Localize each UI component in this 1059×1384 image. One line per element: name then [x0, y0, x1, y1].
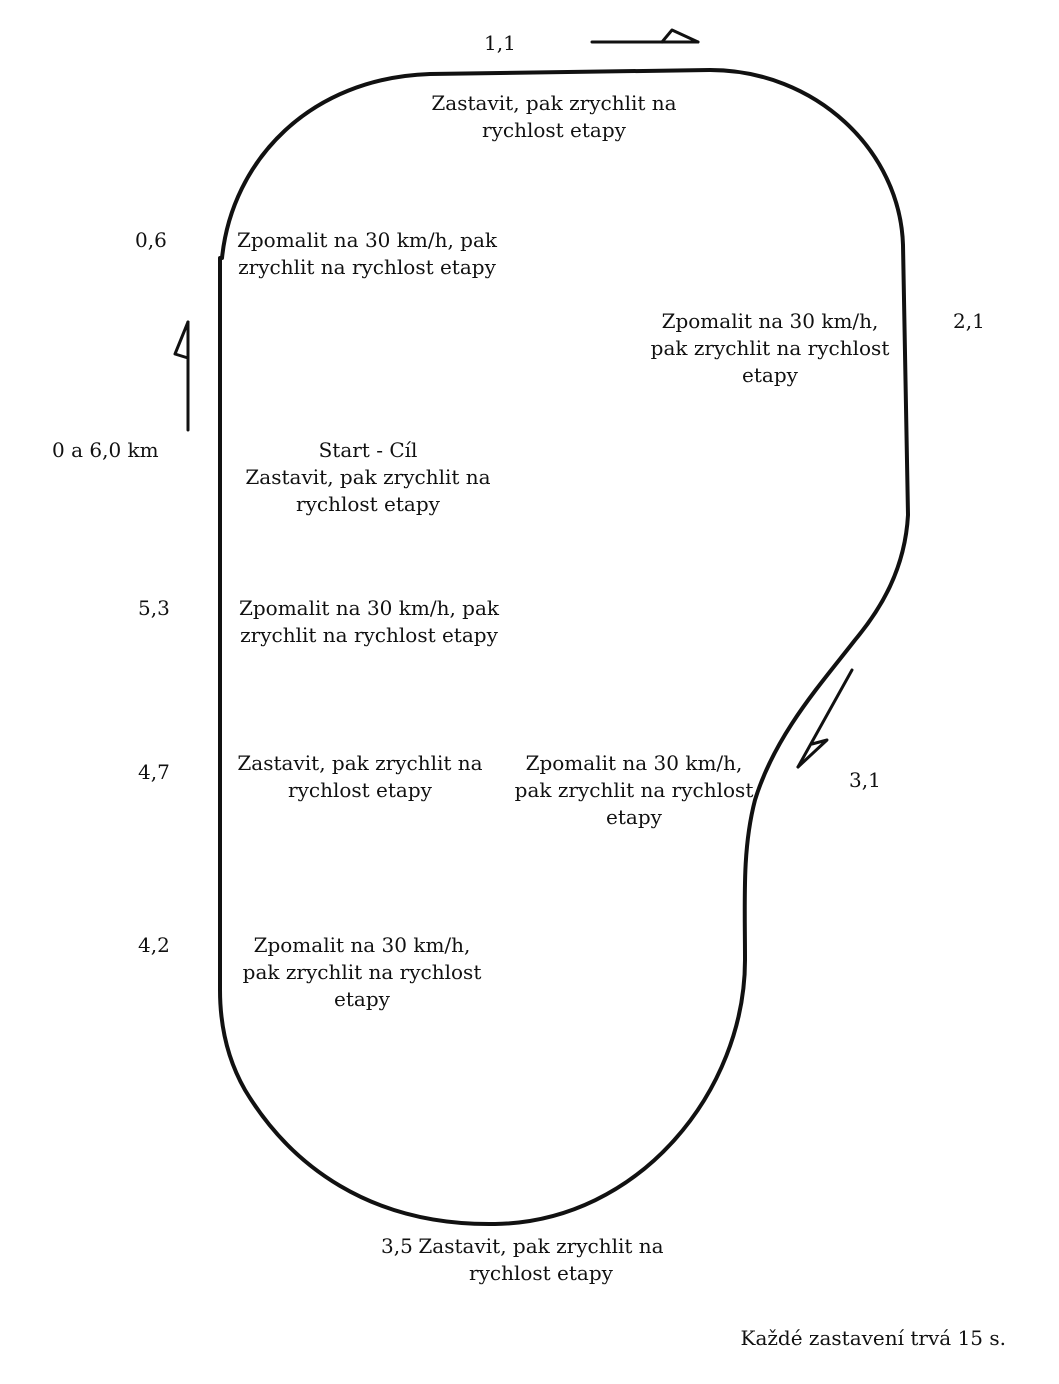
marker-0-6-km: 0,6	[135, 228, 167, 252]
instruction-line: pak zrychlit na rychlost	[650, 336, 890, 360]
marker-3-5-km: 3,5	[381, 1234, 413, 1258]
instruction-0-6: Zpomalit na 30 km/h, pak zrychlit na ryc…	[237, 227, 497, 281]
marker-4-7-km: 4,7	[138, 760, 170, 784]
instruction-3-5: Zastavit, pak zrychlit na rychlost etapy	[418, 1233, 663, 1287]
instruction-4-2: Zpomalit na 30 km/h, pak zrychlit na ryc…	[243, 932, 482, 1013]
instruction-line: Start - Cíl	[318, 438, 418, 462]
instruction-line: zrychlit na rychlost etapy	[238, 255, 496, 279]
marker-start-km: 0 a 6,0 km	[52, 438, 159, 462]
instruction-line: rychlost etapy	[482, 118, 626, 142]
marker-4-2-km: 4,2	[138, 933, 170, 957]
direction-arrow-right-icon	[590, 28, 700, 44]
track-outline	[218, 68, 910, 1227]
instruction-line: Zpomalit na 30 km/h, pak	[238, 596, 500, 620]
instruction-line: Zpomalit na 30 km/h,	[661, 309, 879, 333]
instruction-line: etapy	[742, 363, 798, 387]
instruction-line: Zastavit, pak zrychlit na	[431, 91, 677, 115]
instruction-line: Zpomalit na 30 km/h, pak	[236, 228, 498, 252]
instruction-line: Zpomalit na 30 km/h,	[525, 751, 743, 775]
instruction-4-7: Zastavit, pak zrychlit na rychlost etapy	[237, 750, 482, 804]
instruction-line: zrychlit na rychlost etapy	[240, 623, 498, 647]
instruction-line: pak zrychlit na rychlost	[242, 960, 482, 984]
instruction-line: rychlost etapy	[288, 778, 432, 802]
instruction-2-1: Zpomalit na 30 km/h, pak zrychlit na ryc…	[651, 308, 890, 389]
marker-1-1-km: 1,1	[484, 31, 516, 55]
instruction-line: rychlost etapy	[296, 492, 440, 516]
instruction-line: Zastavit, pak zrychlit na	[245, 465, 491, 489]
marker-5-3-km: 5,3	[138, 596, 170, 620]
marker-3-1-km: 3,1	[849, 768, 881, 792]
instruction-line: pak zrychlit na rychlost	[514, 778, 754, 802]
direction-arrow-up-icon	[173, 320, 190, 432]
instruction-start-finish: Start - Cíl Zastavit, pak zrychlit na ry…	[245, 437, 490, 518]
footnote: Každé zastavení trvá 15 s.	[740, 1326, 1006, 1350]
marker-2-1-km: 2,1	[953, 309, 985, 333]
instruction-line: etapy	[334, 987, 390, 1011]
instruction-5-3: Zpomalit na 30 km/h, pak zrychlit na ryc…	[239, 595, 499, 649]
instruction-line: Zastavit, pak zrychlit na	[237, 751, 483, 775]
instruction-1-1: Zastavit, pak zrychlit na rychlost etapy	[431, 90, 676, 144]
direction-arrow-down-left-icon	[796, 668, 854, 769]
instruction-line: etapy	[606, 805, 662, 829]
instruction-3-1: Zpomalit na 30 km/h, pak zrychlit na ryc…	[515, 750, 754, 831]
instruction-line: Zastavit, pak zrychlit na	[418, 1234, 664, 1258]
instruction-line: Zpomalit na 30 km/h,	[253, 933, 471, 957]
instruction-line: rychlost etapy	[469, 1261, 613, 1285]
